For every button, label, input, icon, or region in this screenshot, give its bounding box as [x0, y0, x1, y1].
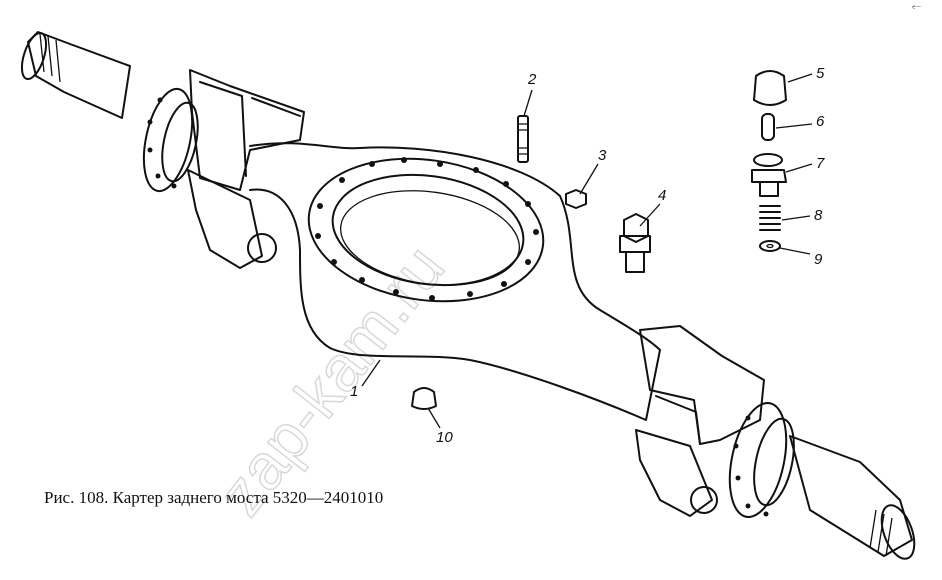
figure-caption: Рис. 108. Картер заднего моста 5320—2401…: [44, 488, 384, 507]
leader-lines: [361, 73, 813, 429]
callout-8: 8: [814, 207, 823, 224]
part-9-washer: [759, 240, 781, 252]
callout-2: 2: [527, 71, 537, 88]
part-10-plug: [411, 387, 437, 410]
callout-9: 9: [814, 251, 823, 268]
part-7-body: [751, 153, 787, 197]
part-5-cap: [753, 70, 787, 106]
axle-housing: [20, 31, 916, 560]
flange-bolt-holes: [315, 157, 539, 301]
corner-mark: ᵉ⁻: [912, 4, 921, 15]
callout-6: 6: [816, 113, 825, 130]
callout-5: 5: [816, 65, 825, 82]
callout-4: 4: [658, 187, 666, 204]
part-6-pin: [761, 113, 775, 141]
part-2-stud: [517, 115, 529, 163]
callout-3: 3: [598, 147, 607, 164]
watermark: zap-kam.ru: [204, 232, 458, 529]
callout-10: 10: [436, 429, 453, 446]
callout-1: 1: [350, 383, 358, 400]
part-8-spring: [759, 205, 781, 231]
part-4-breather: [619, 213, 651, 273]
callout-7: 7: [816, 155, 825, 172]
part-3-plug: [565, 189, 587, 209]
